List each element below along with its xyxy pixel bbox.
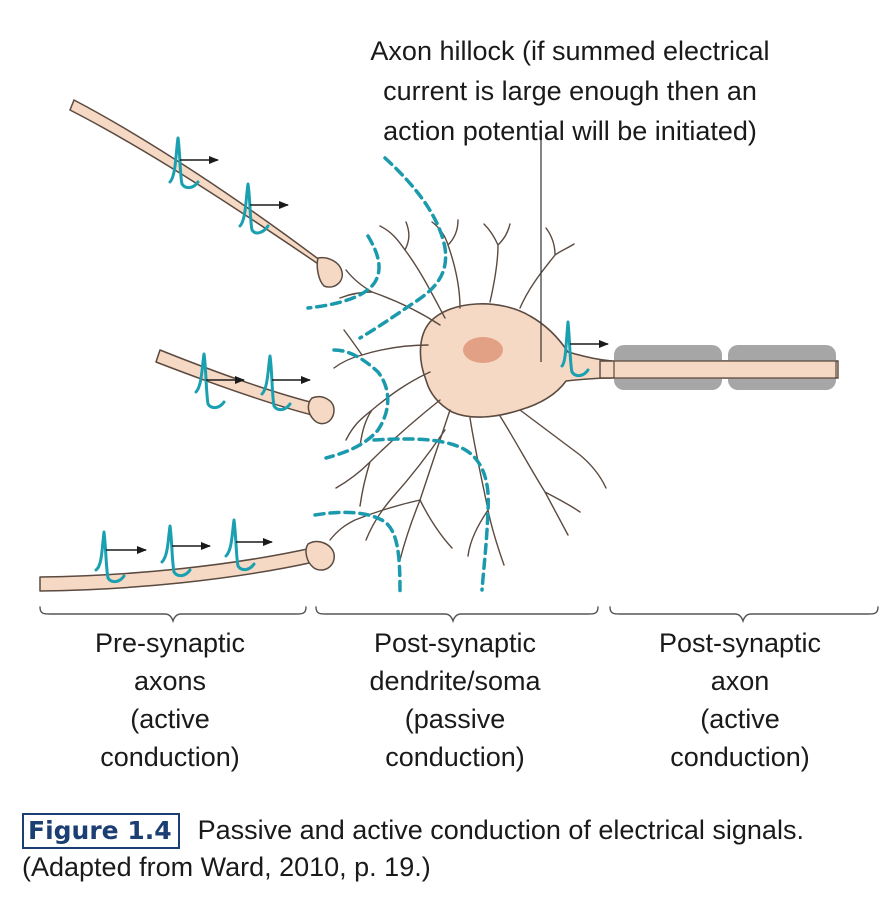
postsynaptic-axon xyxy=(599,345,839,390)
passive-zone-boundaries xyxy=(306,156,491,594)
annotation-line-3: action potential will be initiated) xyxy=(383,116,757,146)
dashed-boundary-1 xyxy=(358,156,448,340)
presynaptic-axon-bottom xyxy=(39,540,335,592)
spike-mid-1 xyxy=(194,352,226,410)
label-dendrite-soma: Post-synaptic dendrite/soma (passive con… xyxy=(369,628,541,772)
label-post-axon-line-1: Post-synaptic xyxy=(659,628,821,658)
brace-presynaptic xyxy=(39,606,307,624)
section-braces xyxy=(39,606,879,624)
spike-bot-3 xyxy=(224,518,256,572)
dashed-boundary-4 xyxy=(372,437,491,592)
spike-bot-2 xyxy=(160,524,192,578)
label-post-axon-line-2: axon xyxy=(711,666,770,696)
spike-top-1 xyxy=(168,136,200,190)
nucleus xyxy=(463,337,503,363)
postsynaptic-soma xyxy=(419,303,613,418)
brace-post-axon xyxy=(609,606,879,624)
propagation-arrows xyxy=(106,156,609,554)
presynaptic-axon-top xyxy=(69,99,343,288)
dashed-boundary-3 xyxy=(324,348,390,460)
presynaptic-axon-middle xyxy=(155,349,335,425)
figure-label: Figure 1.4 xyxy=(22,813,180,849)
label-dendrite-line-1: Post-synaptic xyxy=(374,628,536,658)
caption-text: Passive and active conduction of electri… xyxy=(22,815,804,882)
annotation-line-1: Axon hillock (if summed electrical xyxy=(370,36,769,66)
brace-dendrite-soma xyxy=(315,606,599,624)
label-presynaptic-line-3: (active xyxy=(130,704,210,734)
label-dendrite-line-4: conduction) xyxy=(385,742,525,772)
label-post-axon-line-4: conduction) xyxy=(670,742,810,772)
dashed-boundary-2 xyxy=(306,234,381,310)
label-presynaptic-line-1: Pre-synaptic xyxy=(95,628,245,658)
spike-bot-1 xyxy=(94,530,126,584)
label-dendrite-line-3: (passive xyxy=(405,704,506,734)
axon-hillock-annotation: Axon hillock (if summed electrical curre… xyxy=(370,36,769,146)
spike-mid-2 xyxy=(260,354,292,412)
label-post-axon: Post-synaptic axon (active conduction) xyxy=(659,628,821,772)
action-potentials xyxy=(94,136,590,584)
annotation-line-2: current is large enough then an xyxy=(383,76,757,106)
dashed-boundary-5 xyxy=(313,510,402,594)
label-presynaptic-line-2: axons xyxy=(134,666,206,696)
spike-post-axon xyxy=(560,320,590,378)
spike-top-2 xyxy=(238,182,270,235)
label-presynaptic: Pre-synaptic axons (active conduction) xyxy=(95,628,245,772)
label-presynaptic-line-4: conduction) xyxy=(100,742,240,772)
label-dendrite-line-2: dendrite/soma xyxy=(369,666,541,696)
label-post-axon-line-3: (active xyxy=(700,704,780,734)
